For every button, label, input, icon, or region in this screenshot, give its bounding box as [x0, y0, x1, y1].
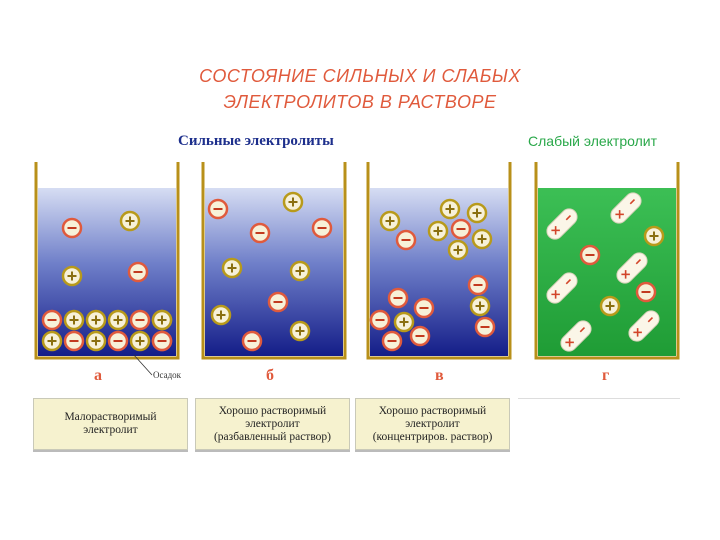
anion [209, 200, 227, 218]
caption-b: Хорошо растворимый электролит (разбавлен… [195, 398, 350, 450]
cation [601, 297, 619, 315]
anion [243, 332, 261, 350]
anion [452, 220, 470, 238]
anion [63, 219, 81, 237]
cation [441, 200, 459, 218]
beaker-g [536, 162, 678, 358]
anion [269, 293, 287, 311]
caption-g-empty [518, 398, 680, 451]
cation [291, 262, 309, 280]
anion [411, 327, 429, 345]
cation [284, 193, 302, 211]
anion [581, 246, 599, 264]
cation [131, 332, 149, 350]
anion [109, 332, 127, 350]
precipitate-label: Осадок [153, 370, 181, 380]
cation [212, 306, 230, 324]
anion [371, 311, 389, 329]
cation [291, 322, 309, 340]
cation [87, 332, 105, 350]
anion [397, 231, 415, 249]
beaker-letter-g: г [602, 367, 609, 385]
anion [383, 332, 401, 350]
cation [43, 332, 61, 350]
anion [251, 224, 269, 242]
cation [63, 267, 81, 285]
cation [223, 259, 241, 277]
anion [43, 311, 61, 329]
anion [415, 299, 433, 317]
cation [449, 241, 467, 259]
anion [469, 276, 487, 294]
anion [389, 289, 407, 307]
cation [109, 311, 127, 329]
beaker-b [203, 162, 345, 358]
anion [129, 263, 147, 281]
cation [471, 297, 489, 315]
cation [395, 313, 413, 331]
beaker-letter-v: в [435, 367, 444, 385]
cation [429, 222, 447, 240]
anion [65, 332, 83, 350]
cation [87, 311, 105, 329]
cation [473, 230, 491, 248]
beaker-letter-b: б [266, 367, 274, 385]
cation [381, 212, 399, 230]
cation [468, 204, 486, 222]
caption-v: Хорошо растворимый электролит (концентри… [355, 398, 510, 450]
anion [637, 283, 655, 301]
anion [313, 219, 331, 237]
cation [645, 227, 663, 245]
cation [65, 311, 83, 329]
beaker-letter-a: а [94, 367, 102, 385]
anion [153, 332, 171, 350]
anion [131, 311, 149, 329]
anion [476, 318, 494, 336]
cation [121, 212, 139, 230]
cation [153, 311, 171, 329]
caption-a: Малорастворимый электролит [33, 398, 188, 450]
